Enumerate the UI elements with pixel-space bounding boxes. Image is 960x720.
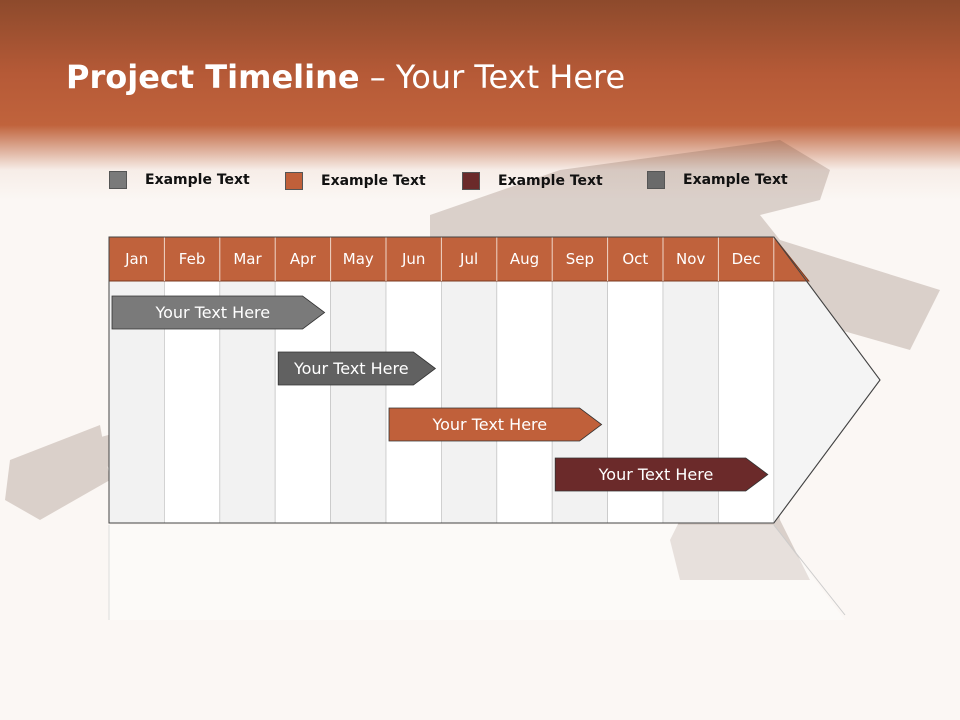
legend-swatch	[647, 171, 665, 189]
legend-swatch	[462, 172, 480, 190]
month-label: Nov	[676, 250, 706, 268]
legend-swatch	[285, 172, 303, 190]
legend-item: Example Text	[109, 171, 250, 189]
legend-item: Example Text	[285, 172, 426, 190]
task-label: Your Text Here	[432, 415, 548, 434]
month-label: Dec	[731, 250, 761, 268]
page-title: Project Timeline – Your Text Here	[66, 58, 625, 96]
legend-item: Example Text	[462, 172, 603, 190]
month-column	[330, 280, 387, 524]
task-label: Your Text Here	[293, 359, 409, 378]
task-arrow	[277, 351, 437, 386]
month-label: Aug	[509, 250, 540, 268]
task-label: Your Text Here	[598, 465, 714, 484]
header-band	[0, 0, 960, 200]
legend-item: Example Text	[647, 171, 788, 189]
month-label: May	[342, 250, 374, 268]
task-arrow	[388, 407, 603, 442]
reflection-edge	[773, 524, 846, 616]
timeline-reflection	[109, 525, 845, 620]
title-subtitle: – Your Text Here	[359, 58, 626, 96]
month-label: Jun	[401, 250, 426, 268]
legend-label: Example Text	[498, 173, 603, 189]
legend-label: Example Text	[321, 173, 426, 189]
month-column	[385, 280, 442, 524]
month-label: Jan	[125, 250, 149, 268]
legend-swatch	[109, 171, 127, 189]
month-column	[440, 280, 498, 524]
legend-label: Example Text	[683, 172, 788, 188]
task-arrow	[554, 457, 769, 492]
month-label: Mar	[233, 250, 262, 268]
timeline-outline	[108, 236, 881, 524]
legend: Example Text Example Text Example Text Exam…	[0, 0, 960, 200]
task-arrow	[111, 295, 326, 330]
task-label: Your Text Here	[155, 303, 271, 322]
legend-label: Example Text	[145, 172, 250, 188]
month-label: Feb	[178, 250, 206, 268]
month-label: Sep	[565, 250, 595, 268]
month-label: Oct	[622, 250, 649, 268]
title-bold: Project Timeline	[66, 58, 360, 96]
month-label: Apr	[289, 250, 316, 268]
month-column	[496, 280, 553, 524]
month-label: Jul	[460, 250, 479, 268]
